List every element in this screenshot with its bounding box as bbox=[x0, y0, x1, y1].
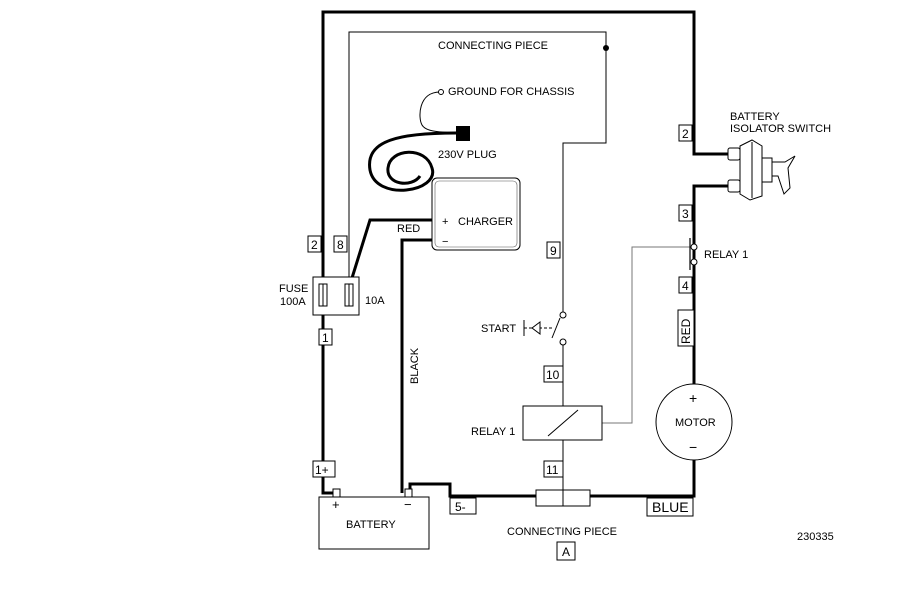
svg-text:3: 3 bbox=[682, 207, 689, 221]
svg-text:5-: 5- bbox=[455, 500, 466, 514]
red-label: RED bbox=[397, 223, 420, 235]
connector-a-tag: A bbox=[556, 541, 576, 561]
plug-label: 230V PLUG bbox=[438, 149, 497, 161]
isolator-label-line2: ISOLATOR SWITCH bbox=[730, 123, 831, 135]
svg-text:2: 2 bbox=[682, 127, 689, 141]
wire-number-10: 10 bbox=[543, 365, 564, 383]
svg-text:BLUE: BLUE bbox=[652, 499, 689, 515]
charger-label: CHARGER bbox=[458, 216, 513, 228]
charger-red-wire bbox=[350, 218, 432, 279]
wire-number-8: 8 bbox=[333, 235, 348, 253]
battery-label: BATTERY bbox=[346, 519, 396, 531]
wire-number-2-right: 2 bbox=[678, 124, 693, 142]
motor-plus: + bbox=[689, 390, 697, 406]
main-loop-wire bbox=[321, 10, 728, 495]
charger-plus: + bbox=[442, 216, 448, 228]
relay-bottom-label: RELAY 1 bbox=[471, 426, 515, 438]
wire-number-11: 11 bbox=[543, 460, 564, 478]
svg-text:11: 11 bbox=[546, 463, 559, 477]
charger-black-wire bbox=[400, 238, 432, 493]
motor-to-blue-wire bbox=[408, 459, 696, 498]
wire-number-5-minus: 5- bbox=[449, 497, 477, 515]
junction-dot bbox=[603, 45, 609, 51]
fuse-rating-label: 100A bbox=[280, 296, 306, 308]
coiled-cable bbox=[368, 126, 470, 192]
svg-text:10: 10 bbox=[546, 368, 560, 382]
svg-text:8: 8 bbox=[337, 238, 344, 252]
wire-number-3: 3 bbox=[678, 204, 693, 222]
motor-circle bbox=[655, 383, 733, 461]
blue-wire-tag: BLUE bbox=[646, 497, 694, 517]
svg-text:1+: 1+ bbox=[315, 463, 329, 477]
ground-terminal bbox=[438, 89, 444, 95]
red-wire-tag: RED bbox=[677, 309, 695, 347]
fuse-label: FUSE bbox=[279, 283, 308, 295]
relay-top-label: RELAY 1 bbox=[704, 249, 748, 261]
black-label: BLACK bbox=[409, 347, 421, 384]
svg-text:2: 2 bbox=[311, 238, 318, 252]
battery-box bbox=[318, 496, 430, 550]
fuse-10a-label: 10A bbox=[365, 295, 385, 307]
wire-number-2-left: 2 bbox=[307, 235, 322, 253]
isolator-to-motor-wire bbox=[692, 184, 728, 385]
charger-minus: − bbox=[442, 236, 448, 248]
motor-minus: − bbox=[689, 439, 697, 455]
ground-label: GROUND FOR CHASSIS bbox=[448, 86, 575, 98]
relay-control-wire bbox=[602, 246, 690, 424]
wire-number-1: 1 bbox=[318, 328, 333, 346]
connecting-piece-bottom-label: CONNECTING PIECE bbox=[507, 526, 617, 538]
connecting-piece-top-wire bbox=[348, 31, 607, 312]
motor-label: MOTOR bbox=[675, 417, 716, 429]
wire-number-1-plus: 1+ bbox=[312, 460, 336, 478]
svg-text:9: 9 bbox=[550, 244, 557, 258]
relay-contact bbox=[689, 238, 698, 270]
wire-number-9: 9 bbox=[546, 241, 561, 259]
battery-minus: − bbox=[404, 497, 412, 512]
start-button-icon bbox=[523, 320, 552, 336]
svg-text:1: 1 bbox=[322, 331, 329, 345]
svg-text:4: 4 bbox=[682, 279, 689, 293]
diagram-code: 230335 bbox=[797, 531, 834, 543]
battery-plus: + bbox=[332, 497, 340, 512]
start-label: START bbox=[481, 323, 516, 335]
svg-text:RED: RED bbox=[679, 318, 693, 344]
ground-wire bbox=[419, 91, 457, 134]
isolator-label-line1: BATTERY bbox=[730, 111, 780, 123]
connecting-piece-top-label: CONNECTING PIECE bbox=[438, 40, 548, 52]
isolator-switch-icon bbox=[727, 139, 796, 201]
wire-number-4: 4 bbox=[678, 276, 693, 294]
charger-box bbox=[431, 177, 521, 251]
svg-text:A: A bbox=[562, 545, 570, 559]
